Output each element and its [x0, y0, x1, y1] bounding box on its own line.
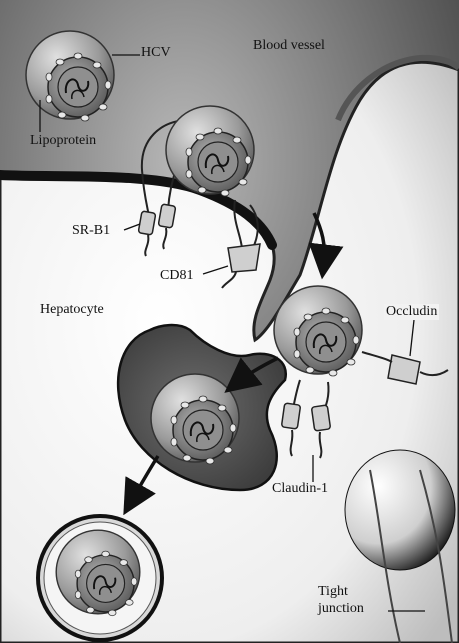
label-hcv: HCV — [141, 45, 171, 61]
label-cd81: CD81 — [160, 268, 193, 284]
label-lipoprotein: Lipoprotein — [30, 133, 96, 149]
label-tight: Tight — [318, 584, 348, 600]
label-hepatocyte: Hepatocyte — [40, 302, 104, 318]
label-blood-vessel: Blood vessel — [253, 38, 325, 54]
label-occludin: Occludin — [384, 304, 439, 320]
cd81-anchor — [228, 244, 260, 272]
label-sr-b1: SR-B1 — [72, 223, 110, 239]
label-junction: junction — [318, 601, 364, 617]
label-claudin-1: Claudin-1 — [272, 481, 328, 497]
